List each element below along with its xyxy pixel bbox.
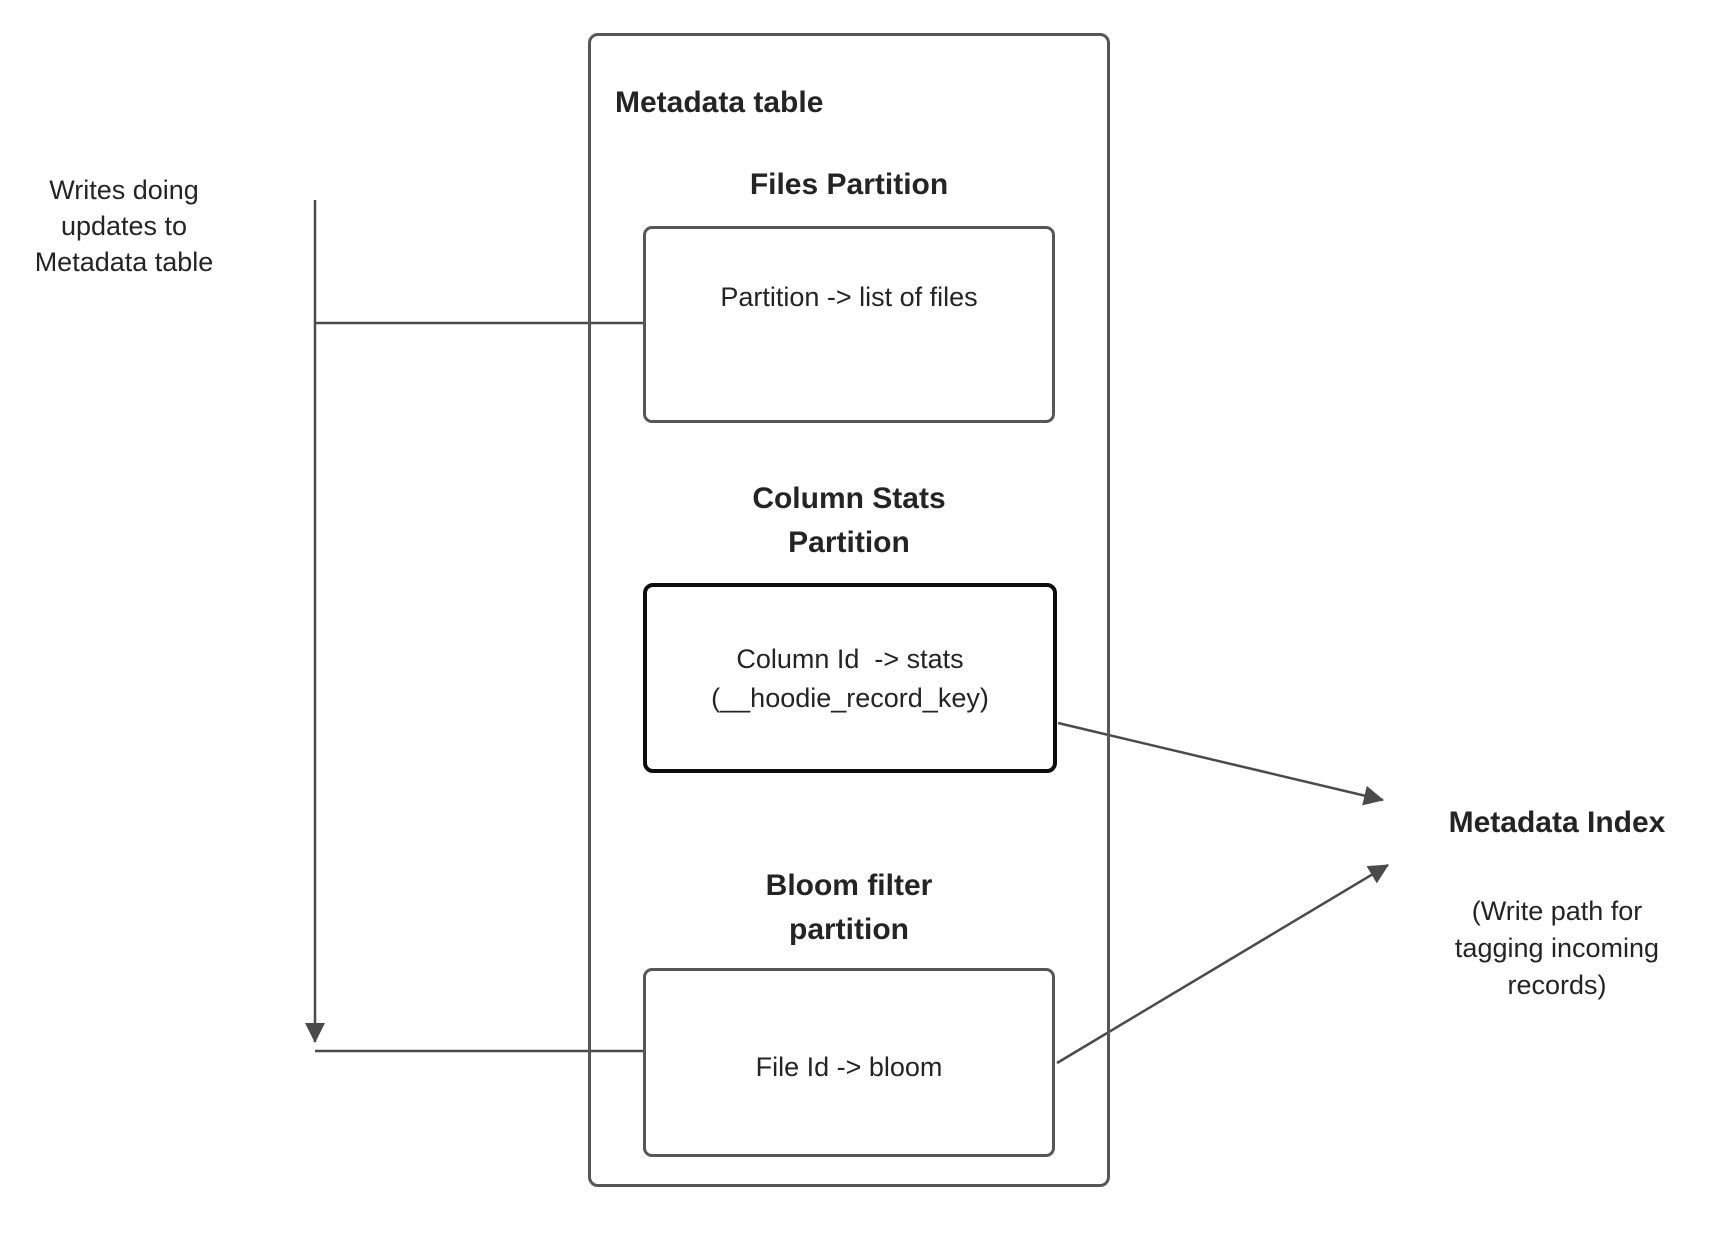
files-partition-heading: Files Partition [749, 168, 949, 201]
column-stats-heading: Column Stats Partition [752, 482, 946, 559]
bloom-filter-heading: Bloom filter partition [765, 869, 933, 946]
metadata-table-title: Metadata table [615, 86, 824, 119]
bloom-filter-mapping: File Id -> bloom [755, 1052, 943, 1082]
files-partition-mapping: Partition -> list of files [720, 282, 978, 312]
bloom-filter-box [643, 968, 1055, 1157]
writes-annotation-label: Writes doing updates to Metadata table [34, 175, 214, 277]
files-partition-box [643, 226, 1055, 423]
metadata-index-caption: (Write path for tagging incoming records… [1454, 896, 1660, 1000]
column-stats-mapping: Column Id -> stats (__hoodie_record_key) [711, 644, 989, 713]
metadata-index-title: Metadata Index [1448, 806, 1666, 839]
metadata-table-container [588, 33, 1110, 1187]
column-stats-box [643, 583, 1057, 773]
